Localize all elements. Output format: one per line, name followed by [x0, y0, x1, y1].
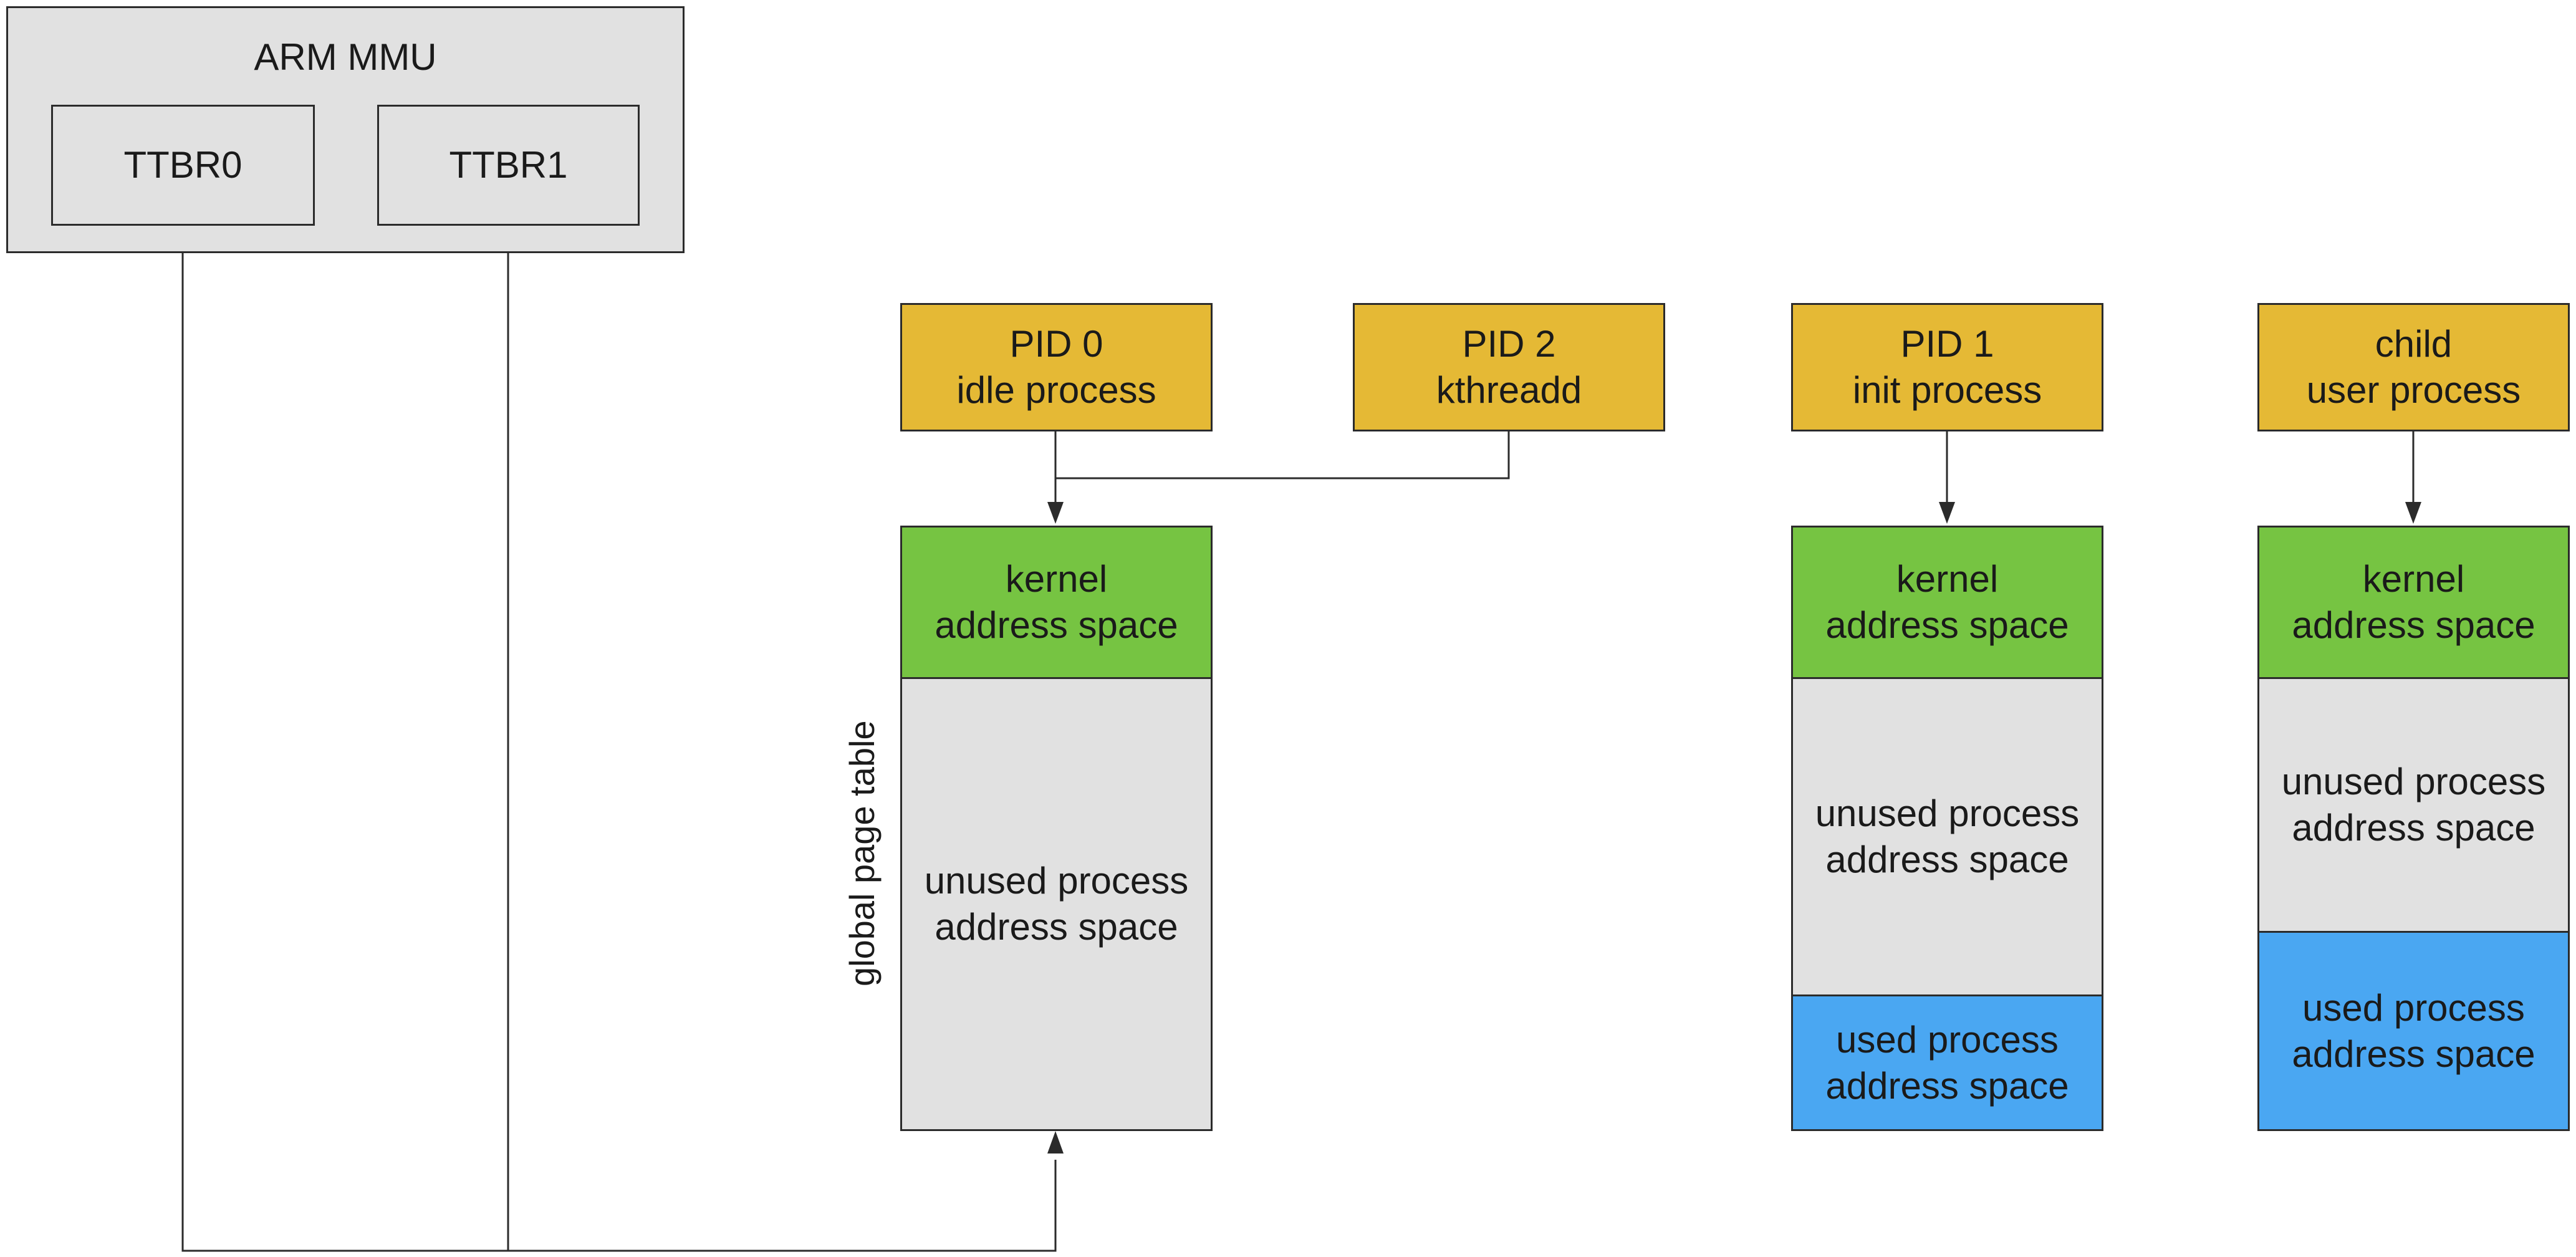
child-unused-label: unused process address space: [2281, 761, 2546, 849]
init-used-label: used process address space: [1825, 1018, 2069, 1107]
process-pid1-label: PID 1 init process: [1852, 323, 2042, 411]
init-kernel-label: kernel address space: [1825, 558, 2069, 646]
init-unused-label: unused process address space: [1815, 792, 2080, 880]
init-unused-segment: unused process address space: [1793, 679, 2102, 996]
init-page-table: kernel address space unused process addr…: [1791, 526, 2103, 1131]
global-page-table-label: global page table: [842, 720, 882, 986]
process-pid0-label: PID 0 idle process: [956, 323, 1156, 411]
pid2-connector: [1055, 430, 1510, 479]
global-kernel-label: kernel address space: [935, 558, 1178, 646]
child-used-segment: used process address space: [2259, 933, 2568, 1129]
global-unused-segment: unused process address space: [902, 679, 1211, 1129]
arrow-to-global-bottom: [1047, 1131, 1064, 1153]
arrow-to-init-table: [1939, 502, 1955, 524]
process-pid1: PID 1 init process: [1791, 303, 2103, 431]
ttbr0-label: TTBR0: [123, 144, 243, 186]
child-used-label: used process address space: [2292, 986, 2535, 1075]
arrow-to-child-table: [2405, 502, 2421, 524]
arm-mmu-title: ARM MMU: [254, 36, 437, 78]
ttbr0-register: TTBR0: [51, 105, 315, 226]
arrow-to-global-top: [1047, 502, 1064, 524]
process-pid2-label: PID 2 kthreadd: [1436, 323, 1582, 411]
init-kernel-segment: kernel address space: [1793, 527, 2102, 679]
child-unused-segment: unused process address space: [2259, 679, 2568, 933]
ttbr1-label: TTBR1: [449, 144, 568, 186]
process-child: child user process: [2257, 303, 2570, 431]
global-unused-label: unused process address space: [924, 860, 1189, 948]
process-pid2: PID 2 kthreadd: [1353, 303, 1665, 431]
child-kernel-segment: kernel address space: [2259, 527, 2568, 679]
child-page-table: kernel address space unused process addr…: [2257, 526, 2570, 1131]
global-page-table: kernel address space unused process addr…: [900, 526, 1213, 1131]
process-pid0: PID 0 idle process: [900, 303, 1213, 431]
init-used-segment: used process address space: [1793, 996, 2102, 1129]
process-child-label: child user process: [2306, 323, 2521, 411]
ttbr1-register: TTBR1: [377, 105, 640, 226]
global-kernel-segment: kernel address space: [902, 527, 1211, 679]
child-kernel-label: kernel address space: [2292, 558, 2535, 646]
